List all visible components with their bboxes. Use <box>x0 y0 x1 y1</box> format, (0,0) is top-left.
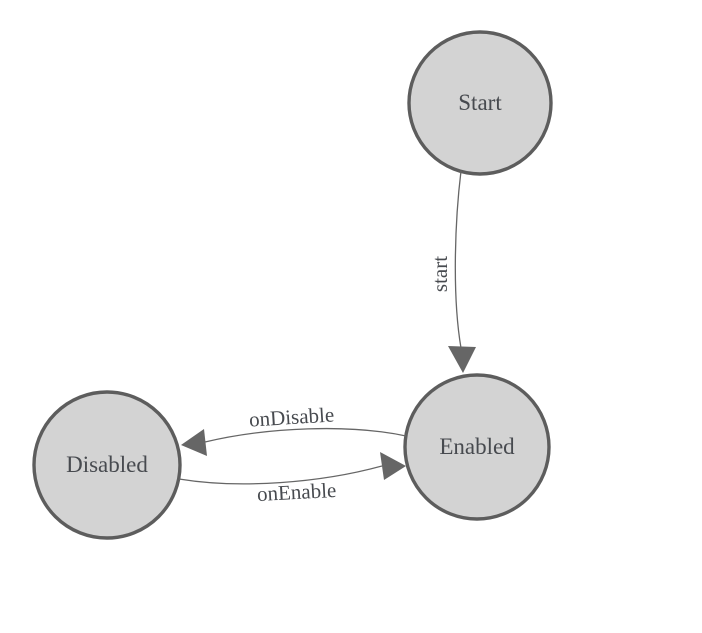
edge-line-onenable <box>178 465 383 485</box>
edge-label-ondisable: onDisable <box>248 402 334 431</box>
state-circle-start <box>407 30 553 176</box>
state-node-disabled: Disabled <box>32 390 182 540</box>
state-node-enabled: Enabled <box>403 373 551 521</box>
edge-label-start: start <box>428 256 452 292</box>
edge-label-onenable: onEnable <box>256 478 336 506</box>
edge-line-ondisable <box>204 427 407 443</box>
edge-disabled-to-enabled: onEnable <box>178 452 406 506</box>
state-label-enabled: Enabled <box>439 434 515 459</box>
state-circle-enabled <box>403 373 551 521</box>
state-label-disabled: Disabled <box>66 452 148 477</box>
edge-start-to-enabled: start <box>428 170 476 373</box>
state-node-start: Start <box>407 30 553 176</box>
arrowhead-icon <box>380 452 406 480</box>
arrowhead-icon <box>448 346 476 373</box>
state-label-start: Start <box>458 90 502 115</box>
edge-line-start <box>454 170 462 349</box>
arrowhead-icon <box>181 429 207 456</box>
state-circle-disabled <box>32 390 182 540</box>
edge-enabled-to-disabled: onDisable <box>181 402 407 456</box>
